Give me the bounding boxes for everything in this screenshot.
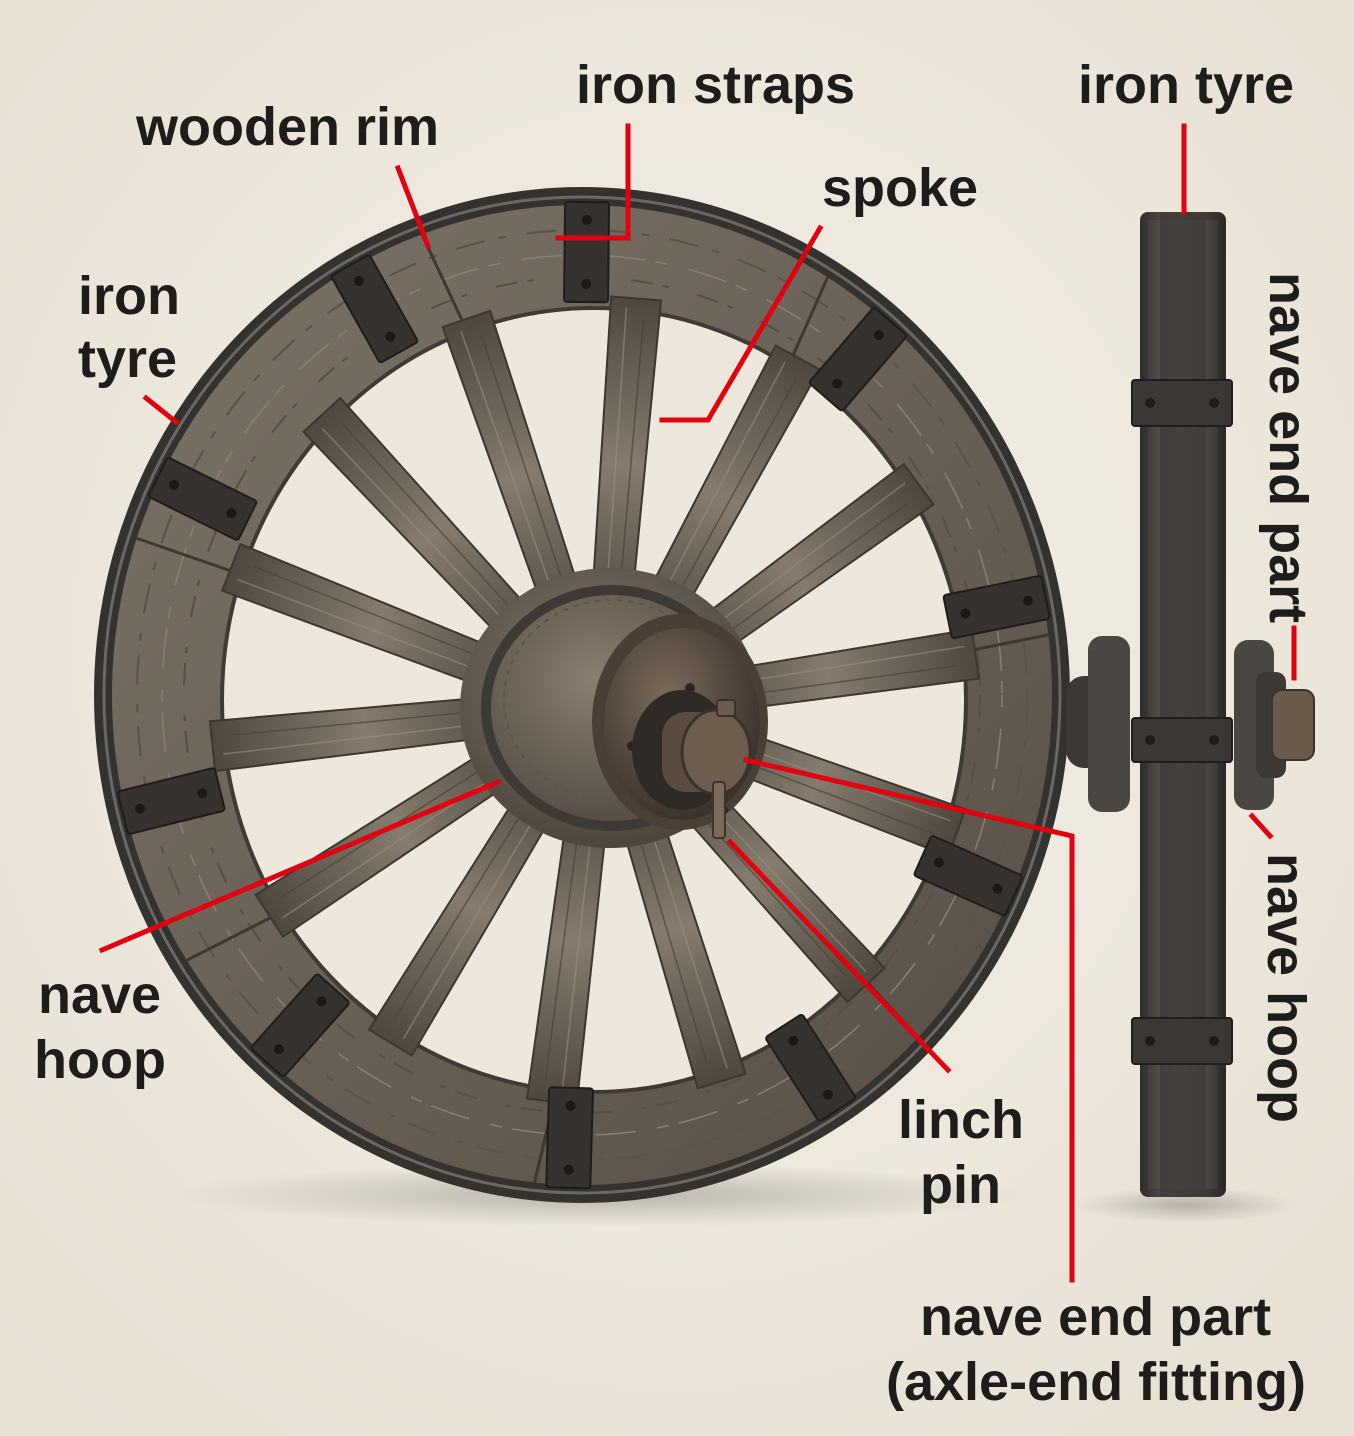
label-wooden-rim: wooden rim [135,97,439,157]
rivet-icon [1145,1036,1155,1046]
linch-pin [713,782,725,838]
rivet-icon [1209,1036,1219,1046]
label-iron-tyre-left-line1: iron [78,266,180,326]
label-spoke: spoke [822,158,978,218]
linch-pin-head [717,700,735,716]
label-nave-hoop-left-line1: nave [38,965,161,1025]
front-wheel [94,187,1070,1203]
label-nave-end-part-vertical: nave end part [1258,272,1318,623]
label-iron-tyre-top: iron tyre [1078,55,1294,115]
label-nave-end-part-bottom-line2: (axle-end fitting) [886,1352,1306,1412]
label-nave-hoop-left-line2: hoop [34,1030,166,1090]
rivet-icon [1209,735,1219,745]
rivet-icon [1145,398,1155,408]
rivet-icon [1209,398,1219,408]
label-nave-end-part-bottom-line1: nave end part [920,1287,1271,1347]
label-linch-pin-line1: linch [898,1090,1024,1150]
side-nave-end-part [1272,690,1314,760]
rivet-icon [1145,735,1155,745]
label-iron-tyre-left-line2: tyre [78,329,177,389]
label-linch-pin-line2: pin [920,1155,1001,1215]
iron-strap [564,202,609,302]
label-iron-straps: iron straps [576,55,855,115]
iron-strap [546,1087,593,1188]
side-nave-hoop-left [1088,636,1130,812]
label-nave-hoop-vertical: nave hoop [1256,853,1316,1123]
